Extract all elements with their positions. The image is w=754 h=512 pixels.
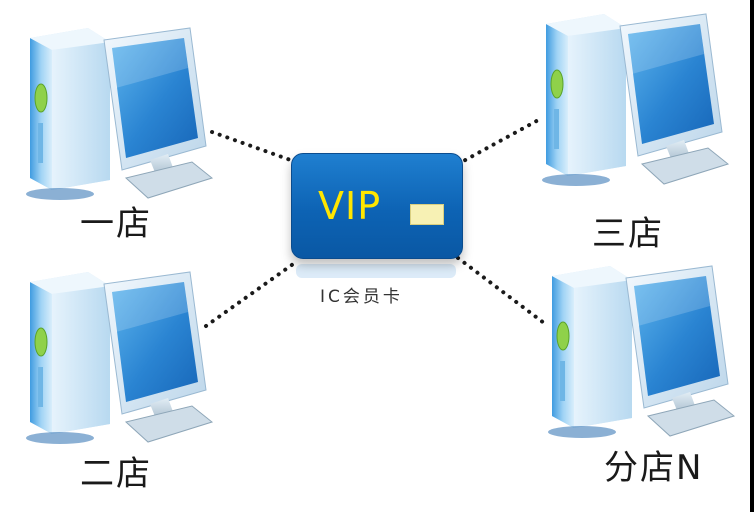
link-store-1 bbox=[210, 130, 298, 164]
label-store-2: 二店 bbox=[80, 454, 152, 494]
computer-store-2 bbox=[25, 271, 213, 445]
link-store-n bbox=[456, 256, 550, 328]
label-store-n: 分店N bbox=[604, 448, 704, 488]
link-store-2 bbox=[204, 260, 298, 328]
computer-store-1 bbox=[25, 27, 213, 201]
label-store-3: 三店 bbox=[592, 214, 664, 254]
vip-card: VIP bbox=[291, 153, 463, 259]
image-border bbox=[750, 0, 754, 512]
label-store-1: 一店 bbox=[80, 204, 152, 244]
computer-store-3 bbox=[541, 13, 729, 187]
computer-store-n bbox=[547, 265, 735, 439]
vip-text: VIP bbox=[318, 184, 382, 228]
card-caption: IC会员卡 bbox=[320, 287, 403, 307]
link-store-3 bbox=[456, 116, 544, 166]
card-chip-icon bbox=[410, 204, 444, 225]
